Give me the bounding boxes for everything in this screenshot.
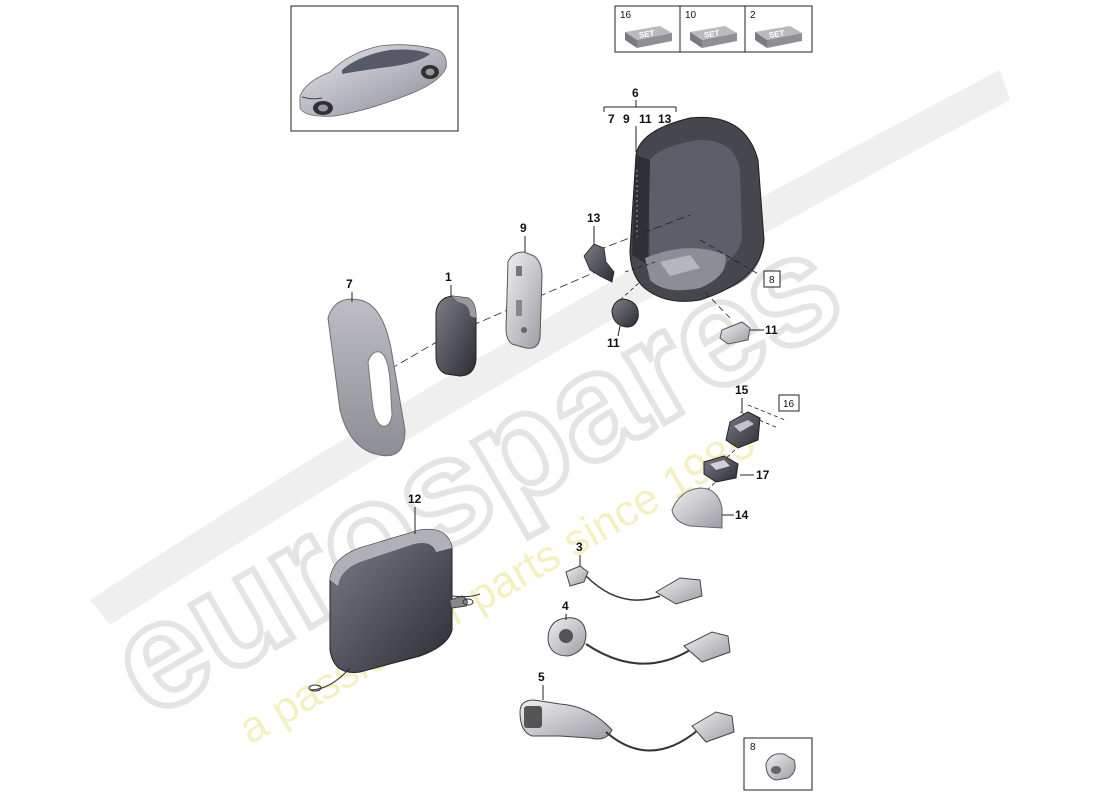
bracket-part: 9 [505,221,543,349]
clip-part: 13 [583,211,615,283]
set-box-qty: 16 [620,10,632,21]
callout-4: 4 [562,599,569,613]
set-label: SET [703,29,720,40]
set-box-qty: 2 [750,10,756,21]
ref-8-label: 8 [769,275,775,286]
callout-7: 7 [346,277,353,291]
hinge-part: 15 [725,383,761,449]
car-illustration [299,44,447,117]
ref-16-label: 16 [783,399,795,410]
set-box-16: 16 SET [620,10,672,48]
callout-6: 6 [632,86,639,100]
gasket-plate-part: 7 [327,277,406,457]
set-box-10: 10 SET [685,10,737,48]
set-box-2: 2 SET [750,10,802,48]
cable-3-part: 3 [565,540,703,605]
vehicle-thumbnail [290,5,459,132]
group-sub-13: 13 [658,112,672,126]
inset-box-8: 8 [743,737,813,791]
cable-5-part: 5 [519,670,735,752]
group-sub-7: 7 [608,112,615,126]
ref-box-16: 16 [778,394,800,412]
watermark-brand: eurospares [82,198,866,748]
cover-cap-part: 14 [671,487,749,529]
callout-5: 5 [538,670,545,684]
watermark-swoosh [90,70,1010,625]
housing-part [629,116,765,302]
inset-8-label: 8 [750,742,756,753]
watermark: eurospares a passion for parts since 198… [79,70,1010,754]
group-6-bracket: 6 7 9 11 13 [603,86,677,152]
callout-1: 1 [445,270,452,284]
callout-11-a: 11 [607,336,620,350]
set-box-qty: 10 [685,10,697,21]
cap-part: 11 [607,298,639,350]
set-box-table: 16 SET 10 SET 2 SET [614,5,813,53]
module-part: 1 [435,270,477,377]
callout-3: 3 [576,540,583,554]
set-label: SET [768,29,785,40]
callout-14: 14 [735,508,749,522]
callout-12: 12 [408,492,422,506]
callout-11-b: 11 [765,323,778,337]
insert-part: 11 [719,321,778,345]
callout-15: 15 [735,383,749,397]
group-sub-11: 11 [639,112,652,126]
callout-13: 13 [587,211,601,225]
group-sub-9: 9 [623,112,630,126]
callout-9: 9 [520,221,527,235]
callout-17: 17 [756,468,770,482]
set-label: SET [638,29,655,40]
cable-4-part: 4 [547,599,731,665]
latch-part: 17 [703,455,770,483]
ref-box-8: 8 [763,270,781,288]
charger-box-part: 12 [308,492,481,692]
